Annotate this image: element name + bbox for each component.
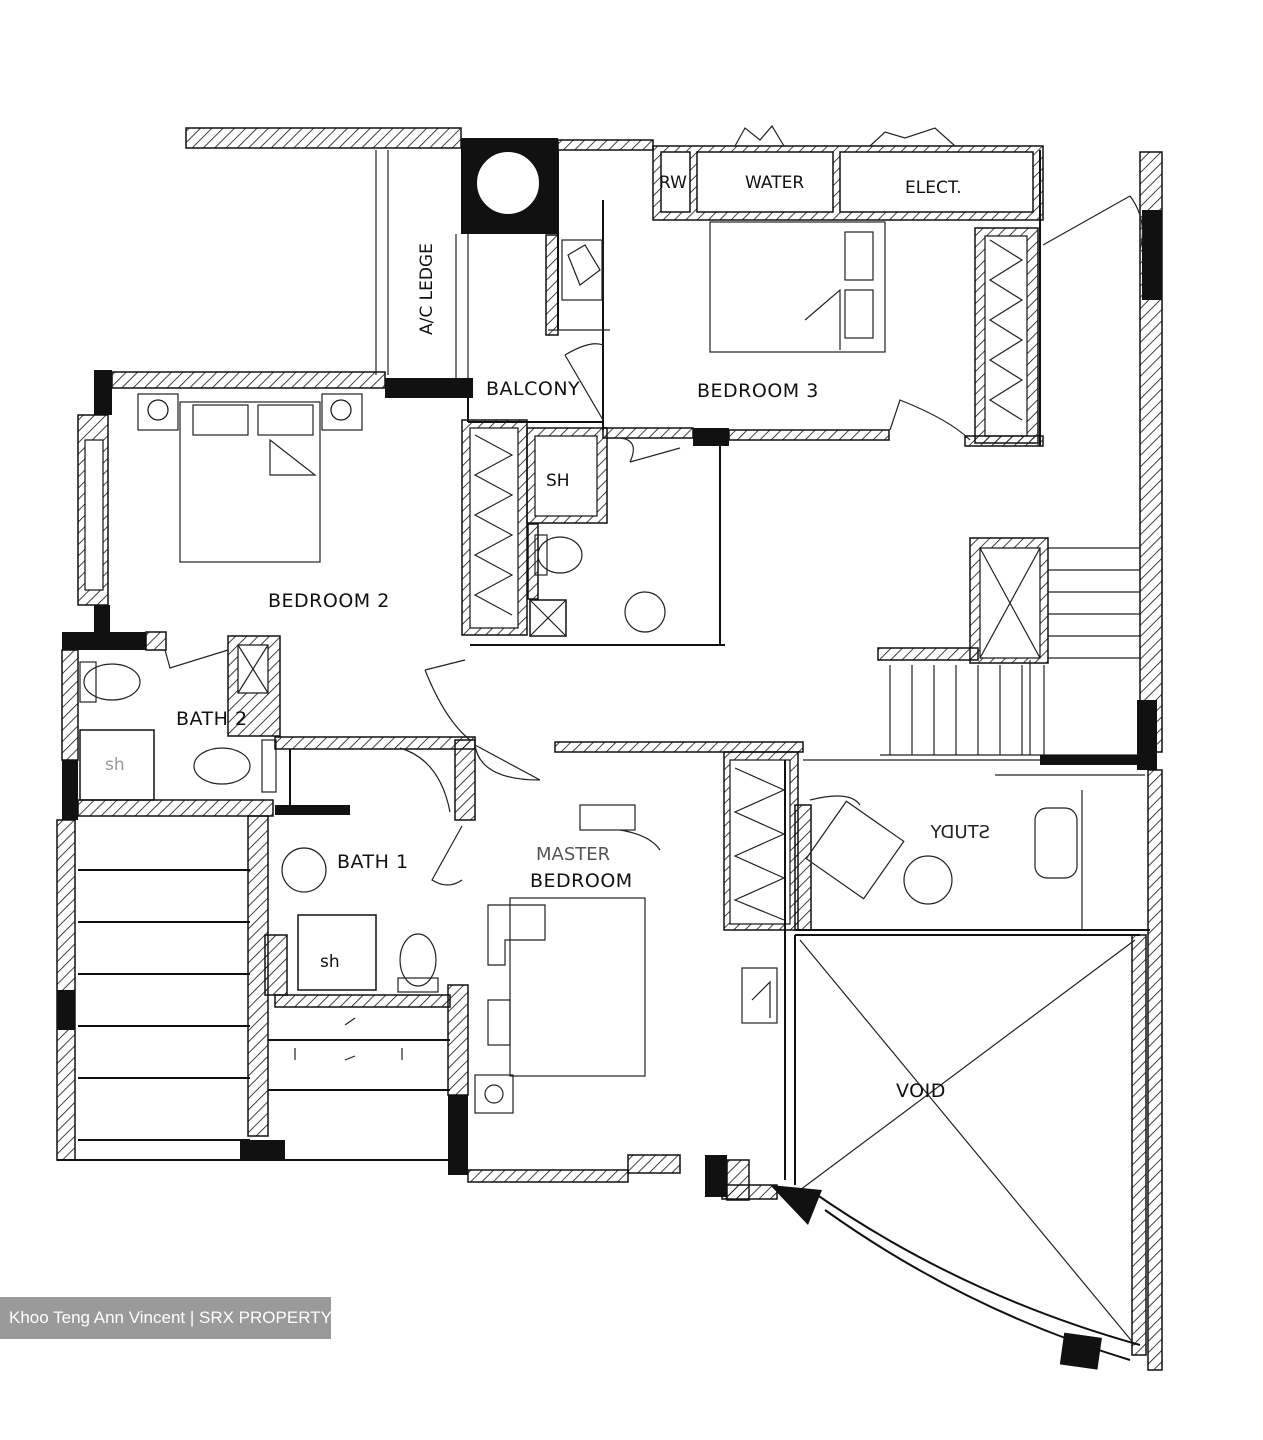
staircase [877, 537, 1140, 756]
bedroom-label: BEDROOM [530, 870, 633, 892]
bedroom3-area [545, 150, 1044, 447]
sh-bath1-label: sh [320, 952, 340, 972]
master-label: MASTER [536, 844, 610, 865]
study-area [794, 755, 1150, 931]
ac-ledge-label: A/C LEDGE [417, 243, 437, 335]
void-label: VOID [896, 1080, 946, 1102]
balcony-label: BALCONY [486, 378, 580, 400]
void-area [770, 934, 1147, 1370]
bath1-area [264, 736, 476, 1061]
sh-bath2-label: sh [105, 755, 125, 775]
master-bedroom-area [447, 741, 804, 1201]
bedroom2-area [77, 370, 528, 741]
bath1-label: BATH 1 [337, 851, 409, 873]
sh-top-label: SH [546, 471, 570, 491]
study-label: STUDY [930, 822, 990, 843]
elect-label: ELECT. [905, 178, 962, 198]
bedroom3-label: BEDROOM 3 [697, 380, 819, 402]
watermark-caption: Khoo Teng Ann Vincent | SRX PROPERTY [0, 1297, 332, 1339]
right-wall [1042, 151, 1163, 1371]
service-strip [652, 124, 1044, 221]
rw-label: RW [659, 173, 687, 193]
left-ledge [56, 815, 455, 1161]
water-label: WATER [745, 173, 804, 193]
bath3-area [470, 427, 725, 646]
bedroom2-label: BEDROOM 2 [268, 590, 390, 612]
bath2-area [61, 631, 281, 820]
bath2-label: BATH 2 [176, 708, 248, 730]
top-walls [185, 127, 654, 378]
